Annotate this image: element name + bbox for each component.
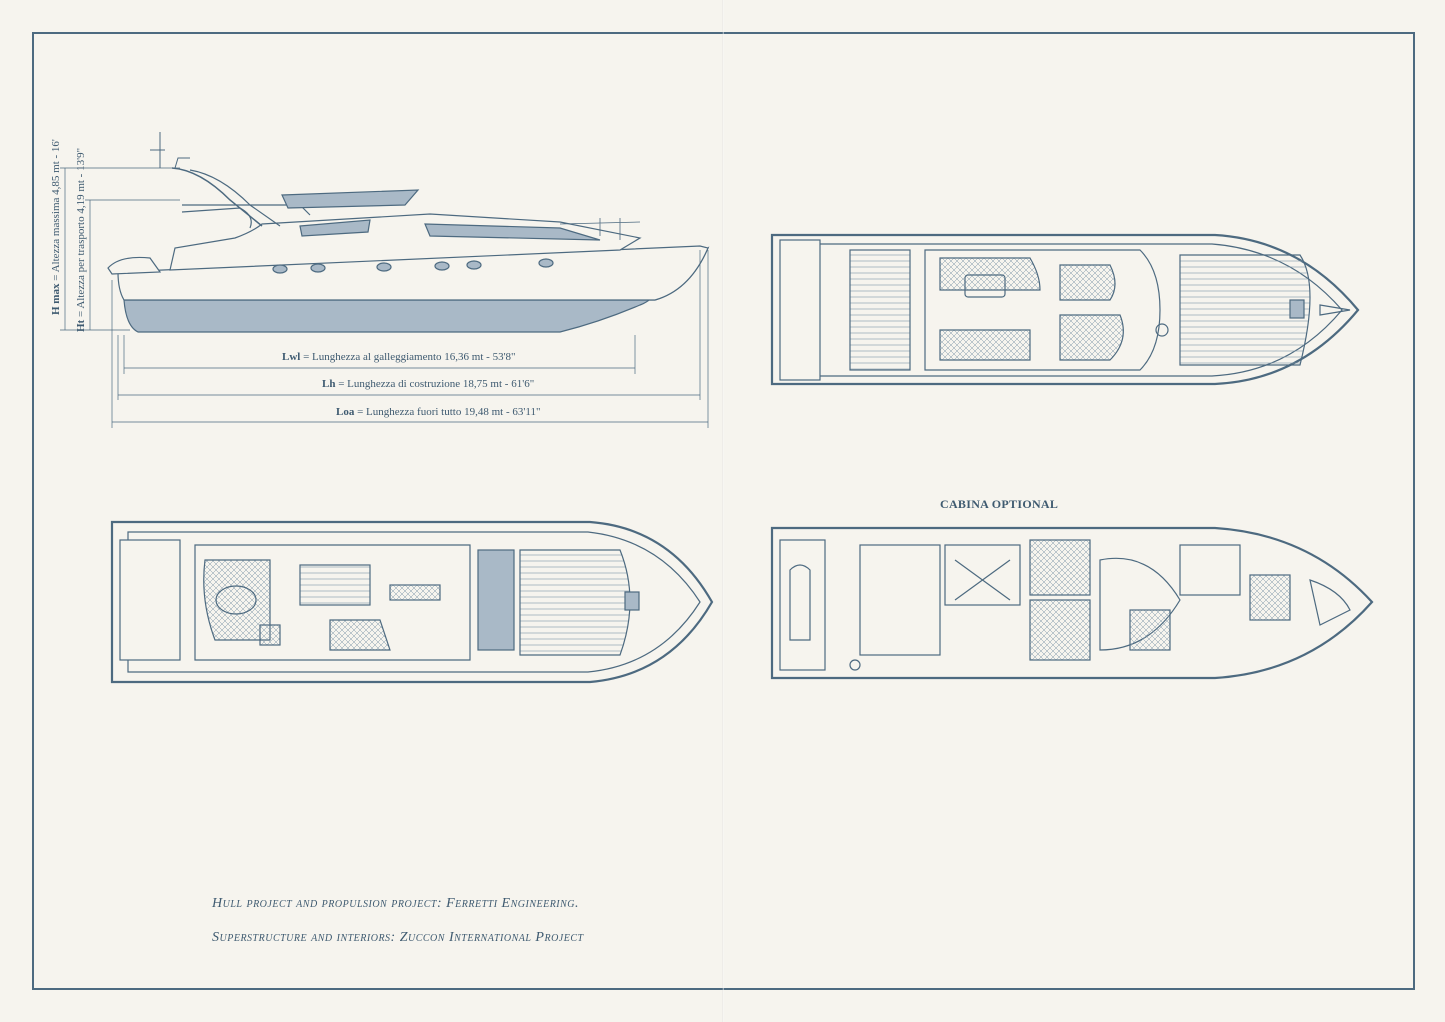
main-deck-plan [770,233,1360,386]
cabina-optional-label: CABINA OPTIONAL [940,497,1059,511]
ht-label: Ht = Altezza per trasporto 4,19 mt - 13'… [75,147,87,332]
lh-label: Lh = Lunghezza di costruzione 18,75 mt -… [322,378,535,390]
lower-deck-plan [770,526,1374,680]
length-dimensions [111,250,709,428]
loa-label: Loa = Lunghezza fuori tutto 19,48 mt - 6… [336,406,541,418]
credit-hull: Hull project and propulsion project: Fer… [212,896,580,911]
page-fold [722,0,724,1022]
flybridge-deck-plan [110,520,714,684]
credit-interiors: Superstructure and interiors: Zuccon Int… [212,930,584,945]
hmax-label: H max = Altezza massima 4,85 mt - 16' [50,139,62,315]
side-profile [60,132,710,333]
lwl-label: Lwl = Lunghezza al galleggiamento 16,36 … [282,351,516,363]
